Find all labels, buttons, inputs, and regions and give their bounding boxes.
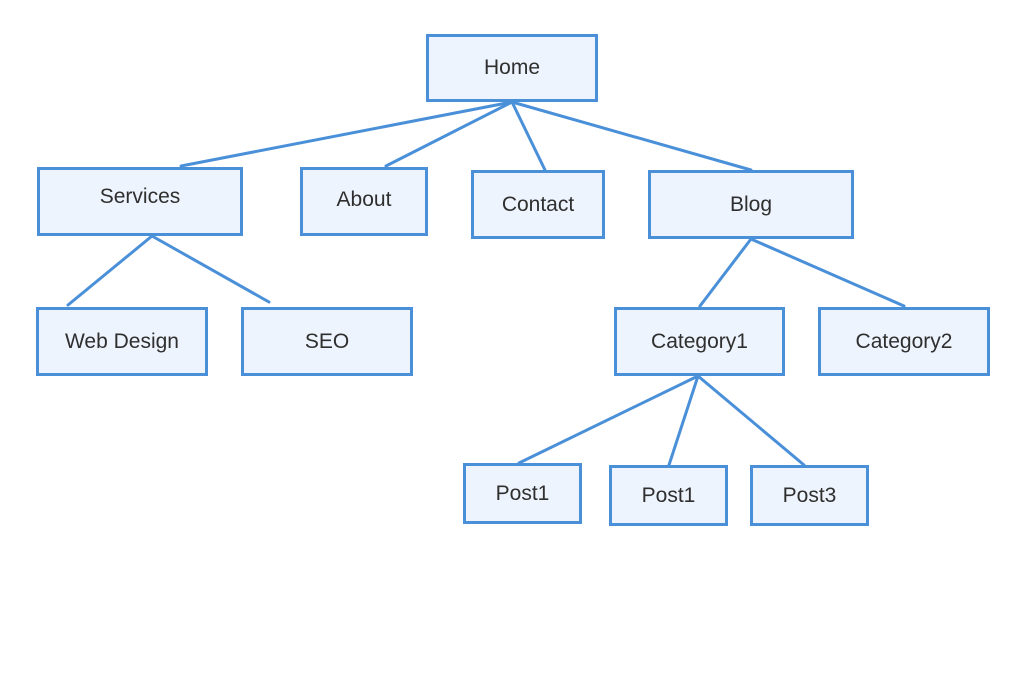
edge-blog-category2 xyxy=(749,237,906,308)
node-post1-b-label: Post1 xyxy=(641,483,696,507)
edge-category1-post1a xyxy=(517,374,700,465)
node-services-label: Services xyxy=(99,184,181,208)
node-seo-label: SEO xyxy=(304,329,350,353)
edge-category1-post3 xyxy=(696,374,806,467)
node-category2-label: Category2 xyxy=(855,329,953,353)
node-home-label: Home xyxy=(483,56,541,79)
node-blog-label: Blog xyxy=(729,192,773,216)
node-category2: Category2 xyxy=(818,307,990,376)
node-web-design-label: Web Design xyxy=(64,329,179,353)
node-post3: Post3 xyxy=(750,465,869,526)
node-web-design: Web Design xyxy=(36,307,208,376)
node-about: About xyxy=(300,167,428,236)
node-home: Home xyxy=(426,34,598,102)
edge-services-seo xyxy=(150,234,271,304)
edge-home-services xyxy=(179,100,514,168)
node-category1-label: Category1 xyxy=(651,329,748,353)
node-post1-a-label: Post1 xyxy=(495,481,550,505)
node-post1-b: Post1 xyxy=(609,465,728,526)
edge-blog-category1 xyxy=(698,237,753,308)
node-contact: Contact xyxy=(471,170,605,239)
node-post3-label: Post3 xyxy=(782,483,837,507)
edge-services-webdesign xyxy=(66,234,154,307)
node-post1-a: Post1 xyxy=(463,463,582,524)
edge-home-about xyxy=(384,100,514,168)
node-services: Services xyxy=(37,167,243,236)
node-blog: Blog xyxy=(648,170,854,239)
node-about-label: About xyxy=(336,187,392,211)
edge-category1-post1b xyxy=(667,374,700,467)
edge-home-blog xyxy=(510,100,753,172)
edge-home-contact xyxy=(510,100,547,172)
node-category1: Category1 xyxy=(614,307,785,376)
node-contact-label: Contact xyxy=(501,192,575,216)
node-seo: SEO xyxy=(241,307,413,376)
